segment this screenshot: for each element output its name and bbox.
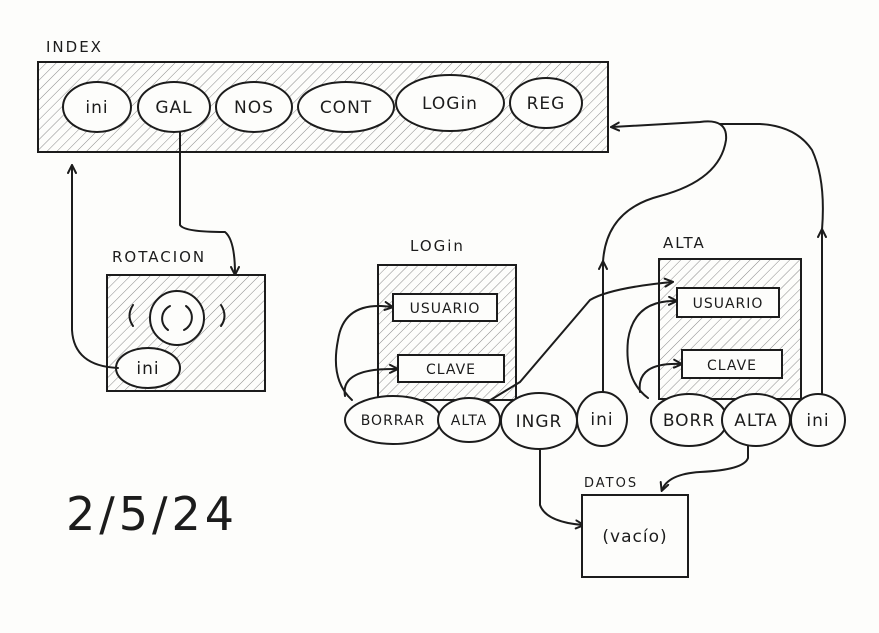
index-button-cont[interactable]: CONT	[297, 81, 395, 133]
rotacion-title: ROTACION	[112, 248, 206, 266]
connector-lines	[72, 120, 823, 525]
svg-text:ini: ini	[590, 410, 613, 430]
svg-text:REG: REG	[527, 94, 566, 114]
datos-title: DATOS	[584, 476, 638, 491]
svg-text:CLAVE: CLAVE	[707, 358, 757, 374]
index-button-login[interactable]: LOGin	[395, 74, 505, 132]
alta-button-borr[interactable]: BORR	[650, 393, 728, 447]
index-button-nos[interactable]: NOS	[215, 81, 293, 133]
svg-text:BORRAR: BORRAR	[361, 413, 426, 429]
login-button-alta[interactable]: ALTA	[437, 397, 501, 443]
svg-text:CONT: CONT	[320, 98, 372, 118]
login-field-clave[interactable]: CLAVE	[397, 354, 505, 383]
svg-text:INGR: INGR	[516, 412, 563, 432]
alta-title: ALTA	[663, 234, 706, 252]
alta-field-clave[interactable]: CLAVE	[681, 349, 783, 379]
datos-box	[581, 494, 689, 578]
login-title: LOGin	[410, 237, 465, 255]
index-button-gal[interactable]: GAL	[137, 81, 211, 133]
alta-field-usuario[interactable]: USUARIO	[676, 287, 780, 318]
login-button-ini[interactable]: ini	[576, 391, 628, 447]
login-button-ingr[interactable]: INGR	[500, 392, 578, 450]
svg-text:ALTA: ALTA	[734, 411, 777, 431]
datos-content: (vacío)	[602, 527, 667, 547]
svg-text:NOS: NOS	[234, 98, 274, 118]
login-field-usuario[interactable]: USUARIO	[392, 293, 498, 322]
svg-text:BORR: BORR	[663, 411, 715, 431]
rotacion-button-ini[interactable]: ini	[115, 347, 181, 389]
index-button-reg[interactable]: REG	[509, 77, 583, 129]
date-label: 2/5/24	[66, 487, 238, 541]
index-title: INDEX	[46, 38, 103, 56]
svg-text:GAL: GAL	[155, 98, 192, 118]
rotation-carousel-icon	[128, 290, 226, 346]
login-button-borrar[interactable]: BORRAR	[344, 395, 442, 445]
svg-text:ALTA: ALTA	[451, 413, 488, 429]
svg-text:ini: ini	[85, 98, 108, 118]
svg-text:ini: ini	[806, 411, 829, 431]
svg-text:LOGin: LOGin	[422, 94, 478, 114]
svg-text:ini: ini	[136, 359, 159, 379]
svg-text:USUARIO: USUARIO	[693, 296, 764, 312]
alta-button-ini[interactable]: ini	[790, 393, 846, 447]
index-button-ini[interactable]: ini	[62, 81, 132, 133]
svg-text:USUARIO: USUARIO	[410, 301, 481, 317]
svg-text:CLAVE: CLAVE	[426, 362, 476, 378]
alta-button-alta[interactable]: ALTA	[721, 393, 791, 447]
